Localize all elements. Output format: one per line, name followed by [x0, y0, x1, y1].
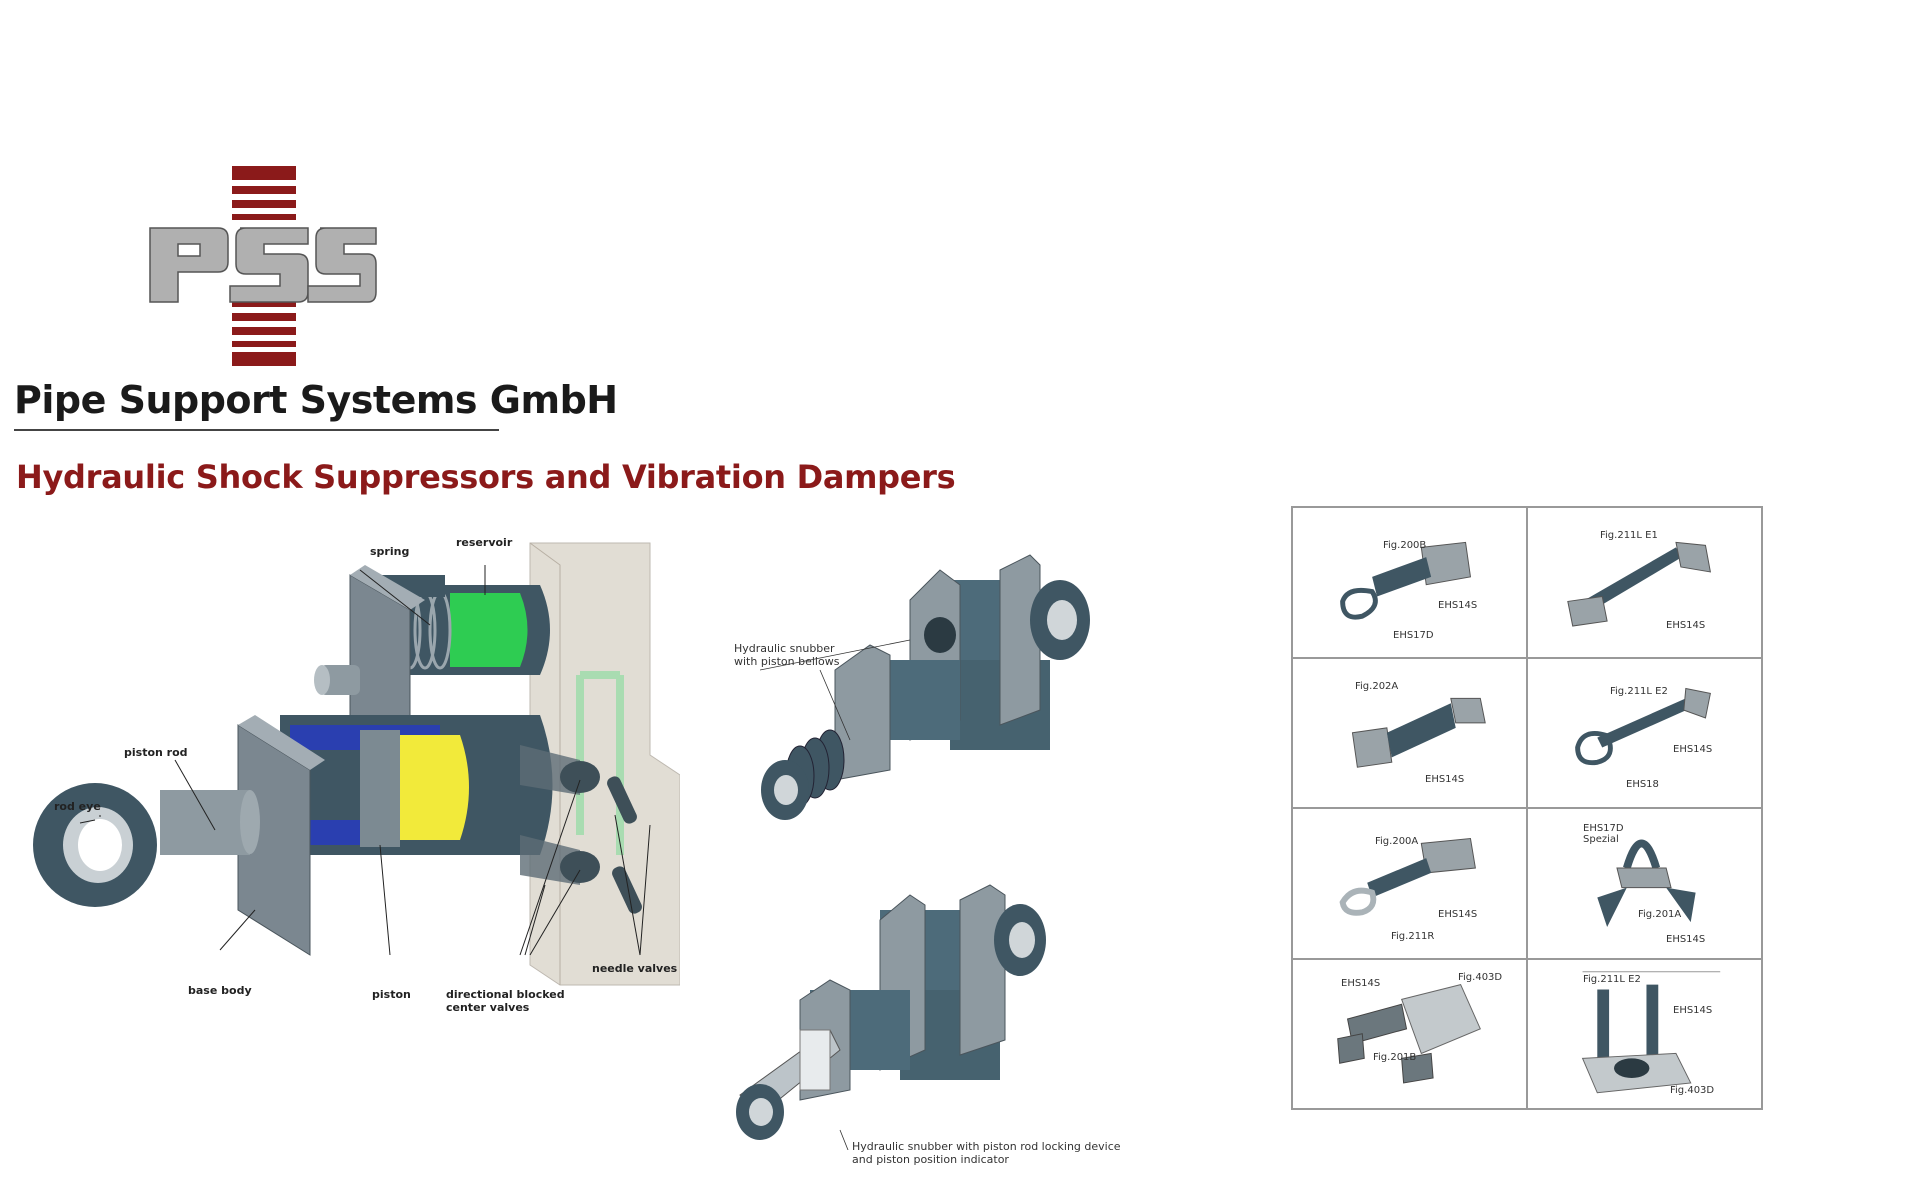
- label-needle-valves: needle valves: [592, 962, 678, 975]
- fig-label: EHS14S: [1438, 600, 1478, 611]
- caption-snubber-bellows-line2: with piston bellows: [734, 655, 840, 668]
- fig-label: EHS14S: [1666, 620, 1706, 631]
- fig-label: EHS14S: [1425, 773, 1465, 785]
- figure-cell: Fig.211L E2 EHS14S Fig.403D: [1527, 958, 1762, 1109]
- label-piston-rod: piston rod: [124, 746, 188, 759]
- figure-cell: Fig.200B EHS14S EHS17D: [1292, 507, 1527, 658]
- figure-cell: Fig.200A EHS14S Fig.211R: [1292, 808, 1527, 959]
- figure-cell: Fig.211L E2 EHS14S EHS18: [1527, 657, 1762, 808]
- figure-cell: EHS14S Fig.403D Fig.201B: [1292, 958, 1527, 1109]
- fig-211l-e2-403d-image: [1581, 970, 1721, 1093]
- fig-label: Fig.211L E2: [1583, 973, 1641, 985]
- fig-label: EHS14S: [1438, 909, 1478, 920]
- fig-label: EHS14S: [1673, 743, 1713, 755]
- company-name: Pipe Support Systems GmbH: [14, 378, 618, 422]
- label-piston: piston: [372, 988, 411, 1001]
- fig-label: Fig.403D: [1670, 1084, 1715, 1096]
- fig-label: Fig.201B: [1373, 1051, 1417, 1063]
- fig-label: Fig.200B: [1383, 540, 1427, 551]
- fig-label: Fig.403D: [1458, 971, 1503, 983]
- label-base-body: base body: [188, 984, 252, 997]
- fig-label: Fig.211R: [1391, 931, 1435, 942]
- fig-label: Fig.211L E2: [1610, 685, 1668, 697]
- fig-label: EHS17D: [1393, 630, 1434, 641]
- label-reservoir: reservoir: [456, 536, 513, 549]
- page-title: Hydraulic Shock Suppressors and Vibratio…: [16, 458, 956, 496]
- fig-211l-e2-image: [1575, 687, 1711, 765]
- caption-snubber-bellows-line1: Hydraulic snubber: [734, 642, 835, 655]
- snubber-with-bellows-image: [760, 554, 1090, 820]
- figure-grid: Fig.200B EHS14S EHS17D Fig.211L E1 EHS14…: [1291, 506, 1763, 1110]
- figure-cell: Fig.211L E1 EHS14S: [1527, 507, 1762, 658]
- fig-label: Fig.202A: [1355, 680, 1399, 692]
- label-directional-valves: directional blocked: [446, 988, 565, 1001]
- figure-cell: EHS17D Spezial Fig.201A EHS14S: [1527, 808, 1762, 959]
- fig-label: Spezial: [1583, 834, 1619, 845]
- fig-403d-201b-image: [1337, 983, 1481, 1084]
- snubber-with-locking-device-image: [736, 884, 1046, 1150]
- fig-200a-image: [1339, 837, 1476, 916]
- fig-label: Fig.211L E1: [1600, 530, 1658, 541]
- fig-200b-image: [1340, 541, 1472, 620]
- label-rod-eye: rod eye: [54, 800, 101, 813]
- label-spring: spring: [370, 545, 410, 558]
- shock-suppressor-cutaway-diagram: [33, 542, 680, 986]
- fig-label: EHS14S: [1673, 1004, 1713, 1016]
- fig-label: EHS14S: [1666, 934, 1706, 945]
- fig-label: EHS17D: [1583, 823, 1624, 834]
- label-center-valves: center valves: [446, 1001, 530, 1014]
- fig-211l-e1-image: [1567, 541, 1712, 627]
- fig-label: EHS14S: [1341, 977, 1381, 989]
- caption-snubber-locking-line1: Hydraulic snubber with piston rod lockin…: [852, 1140, 1121, 1153]
- pss-logo: [149, 166, 377, 366]
- caption-snubber-locking-line2: and piston position indicator: [852, 1153, 1009, 1166]
- figure-cell: Fig.202A EHS14S: [1292, 657, 1527, 808]
- fig-label: Fig.200A: [1375, 836, 1419, 847]
- fig-label: Fig.201A: [1638, 909, 1682, 920]
- fig-label: EHS18: [1626, 778, 1659, 790]
- company-underline: [14, 429, 499, 431]
- fig-201a-image: [1597, 839, 1696, 928]
- fig-202a-image: [1351, 697, 1486, 768]
